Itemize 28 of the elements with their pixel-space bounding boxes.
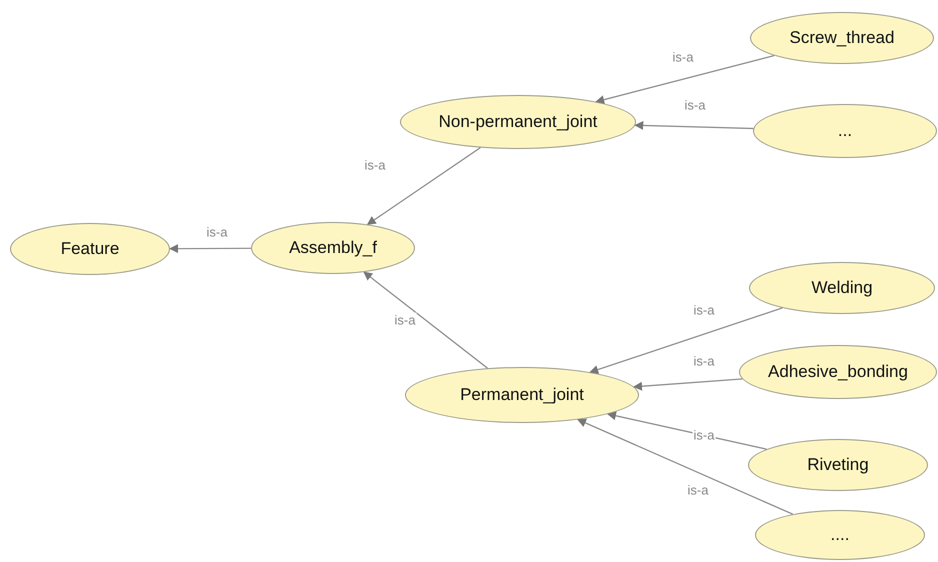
edge-label: is-a: [206, 224, 228, 240]
class-name: ...: [838, 121, 852, 141]
edge-label: is-a: [684, 98, 706, 112]
edge-label: is-a: [686, 482, 710, 498]
class-name: Permanent_joint: [460, 385, 584, 405]
arrow: [633, 378, 742, 391]
class-name: Adhesive_bonding: [768, 362, 908, 382]
arrow: [589, 307, 783, 374]
arrow: [606, 411, 767, 450]
class-name: Welding: [811, 278, 873, 298]
arrow: [169, 244, 251, 254]
arrow: [366, 147, 481, 225]
arrow: [634, 120, 754, 130]
arrow: [577, 418, 794, 515]
arrow: [595, 55, 774, 104]
class-name: Riveting: [807, 455, 869, 475]
class-name: ....: [830, 525, 850, 545]
class-name: Non-permanent_joint: [438, 112, 598, 132]
arrow: [363, 272, 488, 369]
edge-label: is-a: [394, 312, 416, 328]
edge-label: is-a: [364, 158, 386, 172]
edge-label: is-a: [672, 50, 694, 64]
class-name: Feature: [60, 239, 120, 259]
edge-label: is-a: [692, 428, 716, 442]
class-name: Assembly_f: [289, 238, 377, 258]
class-name: Screw_thread: [790, 28, 894, 48]
edge-label: is-a: [692, 354, 716, 368]
edge-label: is-a: [692, 302, 716, 318]
